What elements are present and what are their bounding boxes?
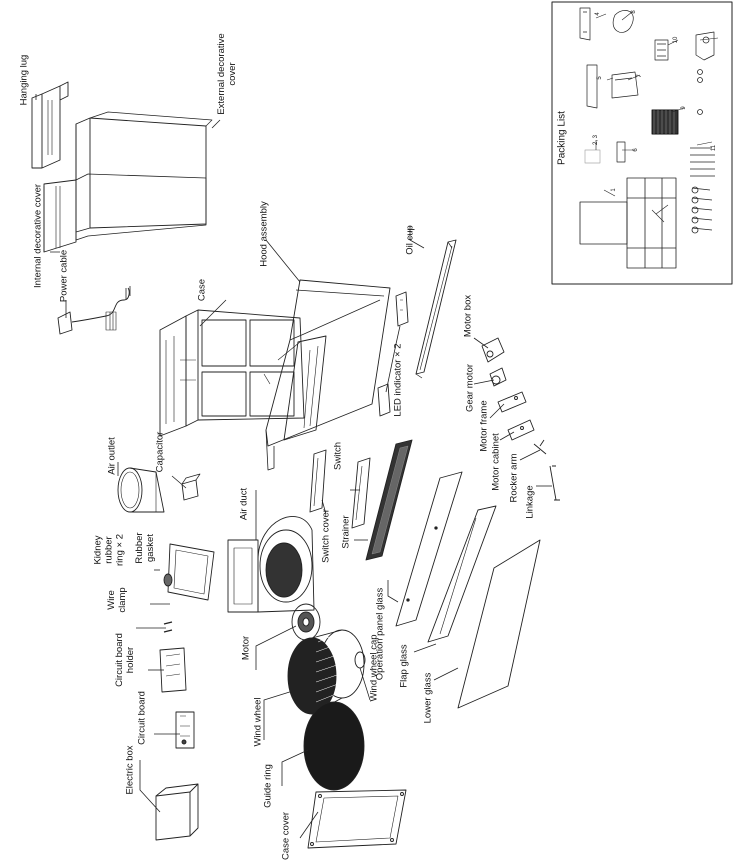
- linkage-part: [549, 465, 560, 501]
- label-circuit-board: Circuit board: [136, 691, 148, 745]
- packing-num-6: 6: [633, 148, 639, 152]
- wind-wheel-part: [287, 629, 366, 715]
- packing-num-2-3: 2, 3: [593, 134, 599, 146]
- wire-clamp-part: [163, 621, 173, 633]
- case-cover-part: [307, 789, 407, 849]
- label-lower-glass: Lower glass: [422, 672, 434, 724]
- switch-part: [351, 457, 371, 529]
- external-cover-part: [75, 111, 213, 233]
- label-switch: Switch: [332, 442, 344, 470]
- packing-item-bracket: [579, 7, 715, 164]
- circuit-board-part: [175, 711, 195, 749]
- rubber-gasket-part: [167, 543, 215, 601]
- lower-glass-part: [457, 539, 541, 709]
- label-led-indicator: LED indicator × 2: [392, 343, 404, 417]
- motor-frame-part: [497, 391, 527, 413]
- internal-cover-part: [43, 173, 207, 253]
- label-rocker-arm: Rocker arm: [508, 453, 520, 503]
- board-holder-part: [159, 647, 187, 693]
- flap-glass-part: [427, 505, 497, 643]
- label-external-cover: External decorative cover: [216, 33, 238, 115]
- packing-num-9: 9: [681, 106, 687, 110]
- label-strainer: Strainer: [340, 515, 352, 549]
- label-motor-cabinet: Motor cabinet: [490, 433, 502, 491]
- label-rubber-gasket: Rubber gasket: [134, 532, 156, 564]
- motor-box-part: [481, 337, 505, 363]
- motor-cabinet-part: [507, 419, 535, 441]
- packing-num-5: 5: [597, 76, 603, 80]
- switch-cover-part: [309, 449, 327, 513]
- label-board-holder: Circuit board holder: [114, 633, 136, 687]
- case-part: [159, 309, 305, 437]
- air-outlet-part: [117, 467, 165, 513]
- packing-num-8: 8: [631, 10, 637, 14]
- label-hood-assembly: Hood assembly: [258, 201, 270, 267]
- label-electric-box: Electric box: [124, 745, 136, 795]
- label-capacitor: Capacitor: [154, 431, 166, 473]
- kidney-ring-part: [163, 573, 173, 587]
- label-wire-clamp: Wire clamp: [106, 587, 128, 613]
- packing-list-box: [551, 1, 733, 285]
- label-hanging-lug: Hanging lug: [18, 54, 30, 106]
- air-duct-part: [227, 516, 315, 613]
- label-motor: Motor: [240, 635, 252, 661]
- label-guide-ring: Guide ring: [262, 764, 274, 808]
- label-internal-cover: Internal decorative cover: [32, 183, 44, 289]
- packing-item-hood: [579, 177, 677, 269]
- packing-num-11: 11: [711, 144, 717, 152]
- label-kidney-ring: Kidney rubber ring × 2: [92, 534, 126, 566]
- gear-motor-part: [489, 367, 507, 387]
- rocker-arm-part: [533, 439, 547, 455]
- packing-list-title: Packing List: [556, 111, 568, 165]
- label-air-outlet: Air outlet: [106, 437, 118, 475]
- hanging-lug-part: [31, 81, 69, 169]
- label-linkage: Linkage: [524, 485, 536, 519]
- label-oil-cup: Oil cup: [404, 225, 416, 255]
- operation-glass-part: [395, 471, 463, 627]
- packing-item-screws: [690, 69, 715, 234]
- packing-num-10: 10: [673, 36, 679, 44]
- guide-ring-part: [303, 701, 365, 791]
- packing-item-filter: [651, 109, 679, 135]
- electric-box-part: [155, 783, 199, 841]
- strainer-part: [365, 439, 413, 561]
- label-power-cable: Power cable: [58, 249, 70, 303]
- label-case-cover: Case cover: [280, 811, 292, 861]
- capacitor-part: [181, 473, 201, 501]
- label-air-duct: Air duct: [238, 487, 250, 521]
- packing-num-4: 4: [595, 12, 601, 16]
- label-wind-wheel: Wind wheel: [252, 697, 264, 747]
- packing-num-1: 1: [611, 188, 617, 192]
- label-flap-glass: Flap glass: [398, 644, 410, 688]
- label-gear-motor: Gear motor: [464, 363, 476, 413]
- label-switch-cover: Switch cover: [320, 509, 332, 563]
- label-case: Case: [196, 278, 208, 302]
- hood-assembly-part: [265, 279, 391, 471]
- motor-part: [291, 603, 321, 641]
- oil-cup-part: [415, 239, 457, 379]
- packing-num-7: 7: [637, 74, 643, 78]
- label-wind-wheel-cap: Wind wheel cap: [368, 634, 380, 702]
- label-motor-frame: Motor frame: [478, 400, 490, 452]
- label-motor-box: Motor box: [462, 294, 474, 338]
- leader-lines: [35, 94, 552, 839]
- led-indicator-part: [377, 291, 409, 417]
